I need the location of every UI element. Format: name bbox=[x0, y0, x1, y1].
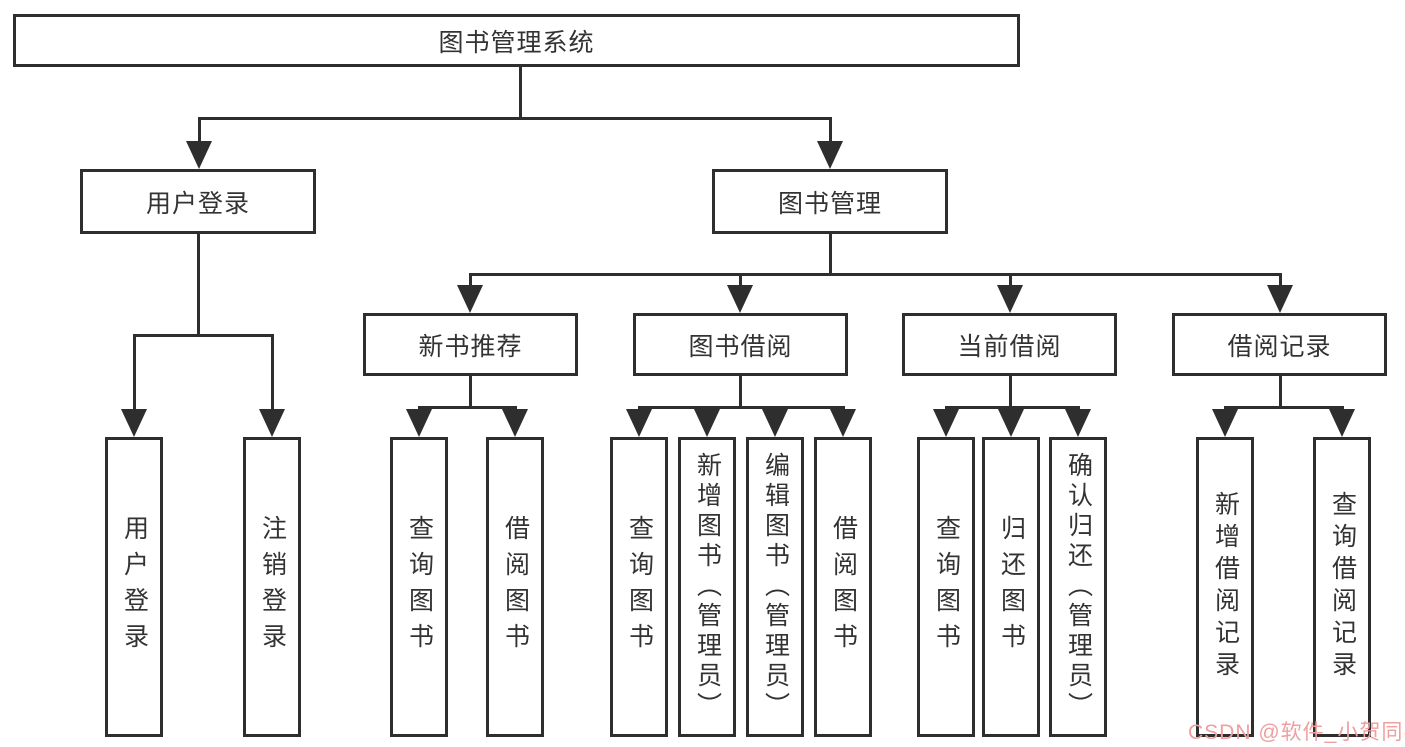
node-root-library-system: 图书管理系统 bbox=[13, 14, 1020, 67]
node-label: 查询图书 bbox=[405, 515, 434, 659]
connector-line bbox=[739, 273, 742, 287]
connector-line bbox=[829, 232, 832, 276]
node-label: 注销登录 bbox=[258, 515, 287, 659]
node-label: 图书借阅 bbox=[688, 332, 793, 361]
connector-line bbox=[469, 376, 472, 409]
node-book-borrowing: 图书借阅 bbox=[633, 313, 848, 376]
arrow-down-icon bbox=[762, 409, 788, 437]
arrow-down-icon bbox=[406, 409, 432, 437]
connector-line bbox=[133, 334, 274, 337]
leaf-node-add-borrow-record: 新增借阅记录 bbox=[1196, 437, 1254, 737]
arrow-down-icon bbox=[727, 285, 753, 313]
node-label: 编辑图书（管理员） bbox=[761, 452, 790, 722]
connector-line bbox=[271, 334, 274, 412]
connector-line bbox=[1224, 406, 1344, 409]
arrow-down-icon bbox=[933, 409, 959, 437]
node-label: 当前借阅 bbox=[957, 332, 1062, 361]
node-current-borrowing: 当前借阅 bbox=[902, 313, 1117, 376]
leaf-node-confirm-return-admin: 确认归还（管理员） bbox=[1049, 437, 1107, 737]
node-label: 新增借阅记录 bbox=[1211, 491, 1240, 683]
connector-line bbox=[133, 334, 136, 412]
leaf-node-query-books-1: 查询图书 bbox=[390, 437, 448, 737]
leaf-node-add-books-admin: 新增图书（管理员） bbox=[678, 437, 736, 737]
node-new-book-recommendation: 新书推荐 bbox=[363, 313, 578, 376]
arrow-down-icon bbox=[1267, 285, 1293, 313]
arrow-down-icon bbox=[1065, 409, 1091, 437]
arrow-down-icon bbox=[502, 409, 528, 437]
connector-line bbox=[198, 117, 832, 120]
node-label: 查询借阅记录 bbox=[1328, 491, 1357, 683]
leaf-node-query-borrow-record: 查询借阅记录 bbox=[1313, 437, 1371, 737]
node-label: 图书管理系统 bbox=[438, 28, 595, 57]
arrow-down-icon bbox=[457, 285, 483, 313]
node-label: 归还图书 bbox=[997, 515, 1026, 659]
leaf-node-borrow-books-2: 借阅图书 bbox=[814, 437, 872, 737]
node-label: 新书推荐 bbox=[418, 332, 523, 361]
connector-line bbox=[469, 273, 472, 287]
connector-line bbox=[1279, 273, 1282, 287]
arrow-down-icon bbox=[830, 409, 856, 437]
leaf-node-edit-books-admin: 编辑图书（管理员） bbox=[746, 437, 804, 737]
connector-line bbox=[197, 232, 200, 337]
connector-line bbox=[418, 406, 517, 409]
node-label: 用户登录 bbox=[120, 515, 149, 659]
connector-line bbox=[829, 117, 832, 144]
node-label: 用户登录 bbox=[145, 189, 250, 218]
connector-line bbox=[469, 273, 1282, 276]
node-label: 借阅图书 bbox=[501, 515, 530, 659]
connector-line bbox=[1009, 376, 1012, 409]
node-borrowing-records: 借阅记录 bbox=[1172, 313, 1387, 376]
node-user-login: 用户登录 bbox=[80, 169, 316, 234]
arrow-down-icon bbox=[694, 409, 720, 437]
connector-line bbox=[519, 67, 522, 119]
arrow-down-icon bbox=[1212, 409, 1238, 437]
connector-line bbox=[1279, 376, 1282, 409]
arrow-down-icon bbox=[626, 409, 652, 437]
node-label: 查询图书 bbox=[932, 515, 961, 659]
leaf-node-logout: 注销登录 bbox=[243, 437, 301, 737]
node-label: 借阅图书 bbox=[829, 515, 858, 659]
node-label: 借阅记录 bbox=[1227, 332, 1332, 361]
node-label: 查询图书 bbox=[625, 515, 654, 659]
csdn-watermark: CSDN @软件_小贺同学 bbox=[1188, 721, 1405, 744]
connector-line bbox=[198, 117, 201, 144]
arrow-down-icon bbox=[997, 285, 1023, 313]
leaf-node-borrow-books-1: 借阅图书 bbox=[486, 437, 544, 737]
connector-line bbox=[638, 406, 845, 409]
leaf-node-user-login: 用户登录 bbox=[105, 437, 163, 737]
arrow-down-icon bbox=[817, 141, 843, 169]
node-label: 图书管理 bbox=[777, 189, 882, 218]
arrow-down-icon bbox=[186, 141, 212, 169]
arrow-down-icon bbox=[121, 409, 147, 437]
leaf-node-query-books-2: 查询图书 bbox=[610, 437, 668, 737]
leaf-node-query-books-3: 查询图书 bbox=[917, 437, 975, 737]
node-label: 新增图书（管理员） bbox=[693, 452, 722, 722]
arrow-down-icon bbox=[259, 409, 285, 437]
connector-line bbox=[1009, 273, 1012, 287]
arrow-down-icon bbox=[998, 409, 1024, 437]
leaf-node-return-books: 归还图书 bbox=[982, 437, 1040, 737]
node-book-management: 图书管理 bbox=[712, 169, 948, 234]
connector-line bbox=[739, 376, 742, 409]
node-label: 确认归还（管理员） bbox=[1064, 452, 1093, 722]
arrow-down-icon bbox=[1329, 409, 1355, 437]
